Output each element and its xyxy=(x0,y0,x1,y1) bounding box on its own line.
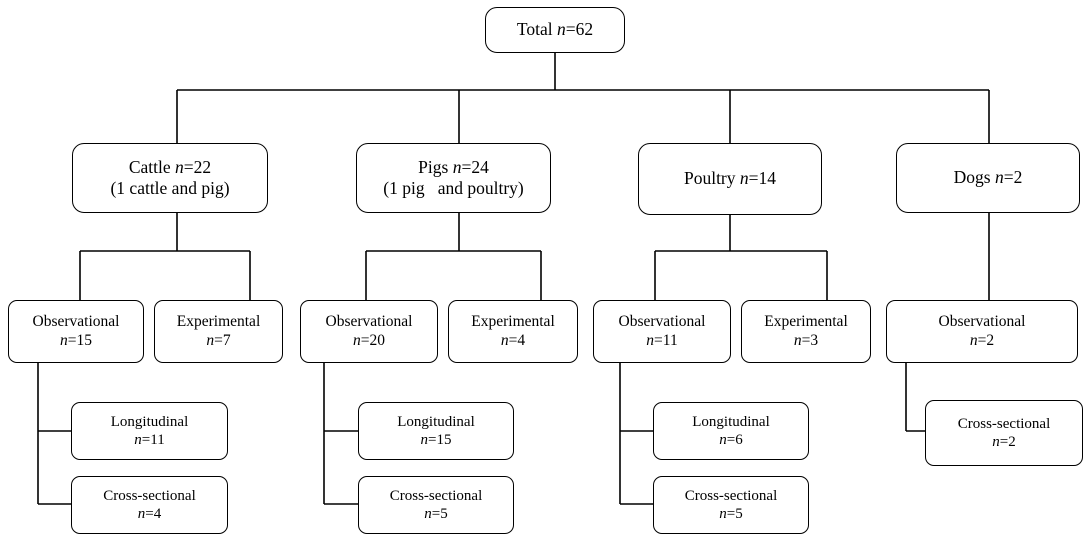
cattle-observational-node: Observational n=15 xyxy=(8,300,144,363)
total-node: Total n=62 xyxy=(485,7,625,53)
pigs-node: Pigs n=24 (1 pig and poultry) xyxy=(356,143,551,213)
pigs-longitudinal-node: Longitudinal n=15 xyxy=(358,402,514,460)
cattle-note: (1 cattle and pig) xyxy=(110,178,230,198)
poultry-experimental-node: Experimental n=3 xyxy=(741,300,871,363)
pigs-note: (1 pig and poultry) xyxy=(383,178,524,198)
cattle-cross-sectional-node: Cross-sectional n=4 xyxy=(71,476,228,534)
cattle-longitudinal-node: Longitudinal n=11 xyxy=(71,402,228,460)
cattle-experimental-node: Experimental n=7 xyxy=(154,300,283,363)
cattle-node: Cattle n=22 (1 cattle and pig) xyxy=(72,143,268,213)
dogs-node: Dogs n=2 xyxy=(896,143,1080,213)
dogs-observational-node: Observational n=2 xyxy=(886,300,1078,363)
poultry-longitudinal-node: Longitudinal n=6 xyxy=(653,402,809,460)
dogs-cross-sectional-node: Cross-sectional n=2 xyxy=(925,400,1083,466)
pigs-cross-sectional-node: Cross-sectional n=5 xyxy=(358,476,514,534)
poultry-cross-sectional-node: Cross-sectional n=5 xyxy=(653,476,809,534)
pigs-observational-node: Observational n=20 xyxy=(300,300,438,363)
poultry-observational-node: Observational n=11 xyxy=(593,300,731,363)
poultry-node: Poultry n=14 xyxy=(638,143,822,215)
pigs-experimental-node: Experimental n=4 xyxy=(448,300,578,363)
